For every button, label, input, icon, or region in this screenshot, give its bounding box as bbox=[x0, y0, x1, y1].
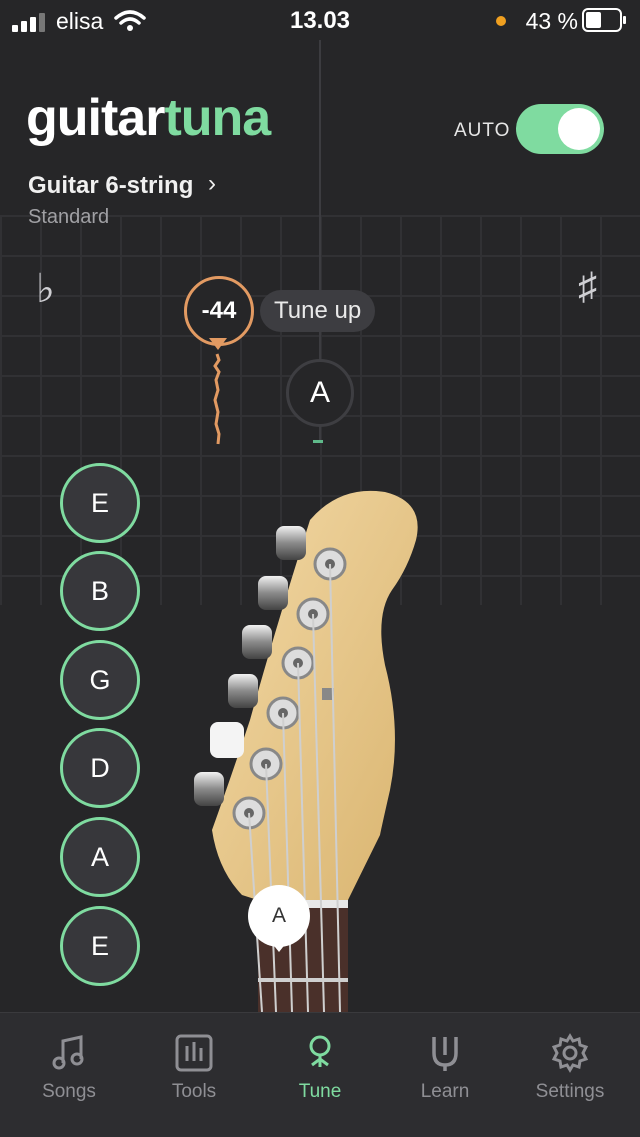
flat-icon: ♭ bbox=[36, 267, 55, 311]
tune-hint: Tune up bbox=[260, 290, 376, 332]
battery-icon bbox=[582, 8, 626, 32]
auto-label: AUTO bbox=[454, 120, 511, 141]
app-logo: guitartuna bbox=[26, 89, 271, 147]
sharp-icon: ♯ bbox=[578, 266, 597, 308]
guitar-headstock bbox=[194, 490, 418, 1012]
tab-tools[interactable]: Tools bbox=[130, 1033, 258, 1103]
string-button-2[interactable]: B bbox=[60, 551, 140, 631]
fretboard-note-marker: A bbox=[248, 885, 310, 947]
battery-percent: 43 % bbox=[525, 8, 578, 34]
fretboard-note-pointer bbox=[271, 942, 287, 952]
pitch-trace bbox=[213, 353, 221, 445]
target-note: A bbox=[286, 359, 354, 427]
toggle-knob bbox=[558, 108, 600, 150]
chevron-right-icon[interactable]: › bbox=[208, 170, 216, 197]
cents-indicator: -44 bbox=[184, 276, 254, 346]
auto-toggle[interactable] bbox=[516, 104, 604, 154]
tuning-label: Standard bbox=[28, 206, 110, 228]
tab-tune[interactable]: Tune bbox=[256, 1033, 384, 1103]
status-bar: elisa 13.03 43 % bbox=[0, 0, 640, 44]
tab-songs[interactable]: Songs bbox=[5, 1033, 133, 1103]
instrument-selector[interactable]: Guitar 6-string bbox=[28, 172, 194, 199]
music-note-icon bbox=[52, 1035, 84, 1070]
gear-icon bbox=[551, 1033, 589, 1073]
signal-icon bbox=[12, 13, 45, 32]
center-line bbox=[319, 40, 321, 440]
tune-icon bbox=[309, 1035, 331, 1067]
cents-pointer bbox=[209, 338, 227, 350]
tab-settings[interactable]: Settings bbox=[506, 1033, 634, 1103]
string-button-3[interactable]: G bbox=[60, 640, 140, 720]
learn-icon bbox=[432, 1037, 458, 1071]
tools-icon bbox=[175, 1034, 213, 1072]
wifi-icon bbox=[114, 10, 146, 31]
string-button-5[interactable]: A bbox=[60, 817, 140, 897]
carrier-label: elisa bbox=[56, 8, 104, 34]
string-button-6[interactable]: E bbox=[60, 906, 140, 986]
center-tick bbox=[313, 440, 323, 443]
mic-indicator-icon bbox=[496, 16, 506, 26]
string-button-1[interactable]: E bbox=[60, 463, 140, 543]
tab-learn[interactable]: Learn bbox=[381, 1033, 509, 1103]
string-button-4[interactable]: D bbox=[60, 728, 140, 808]
clock: 13.03 bbox=[289, 7, 351, 34]
tab-bar: Songs Tools Tune Learn bbox=[0, 1012, 640, 1137]
